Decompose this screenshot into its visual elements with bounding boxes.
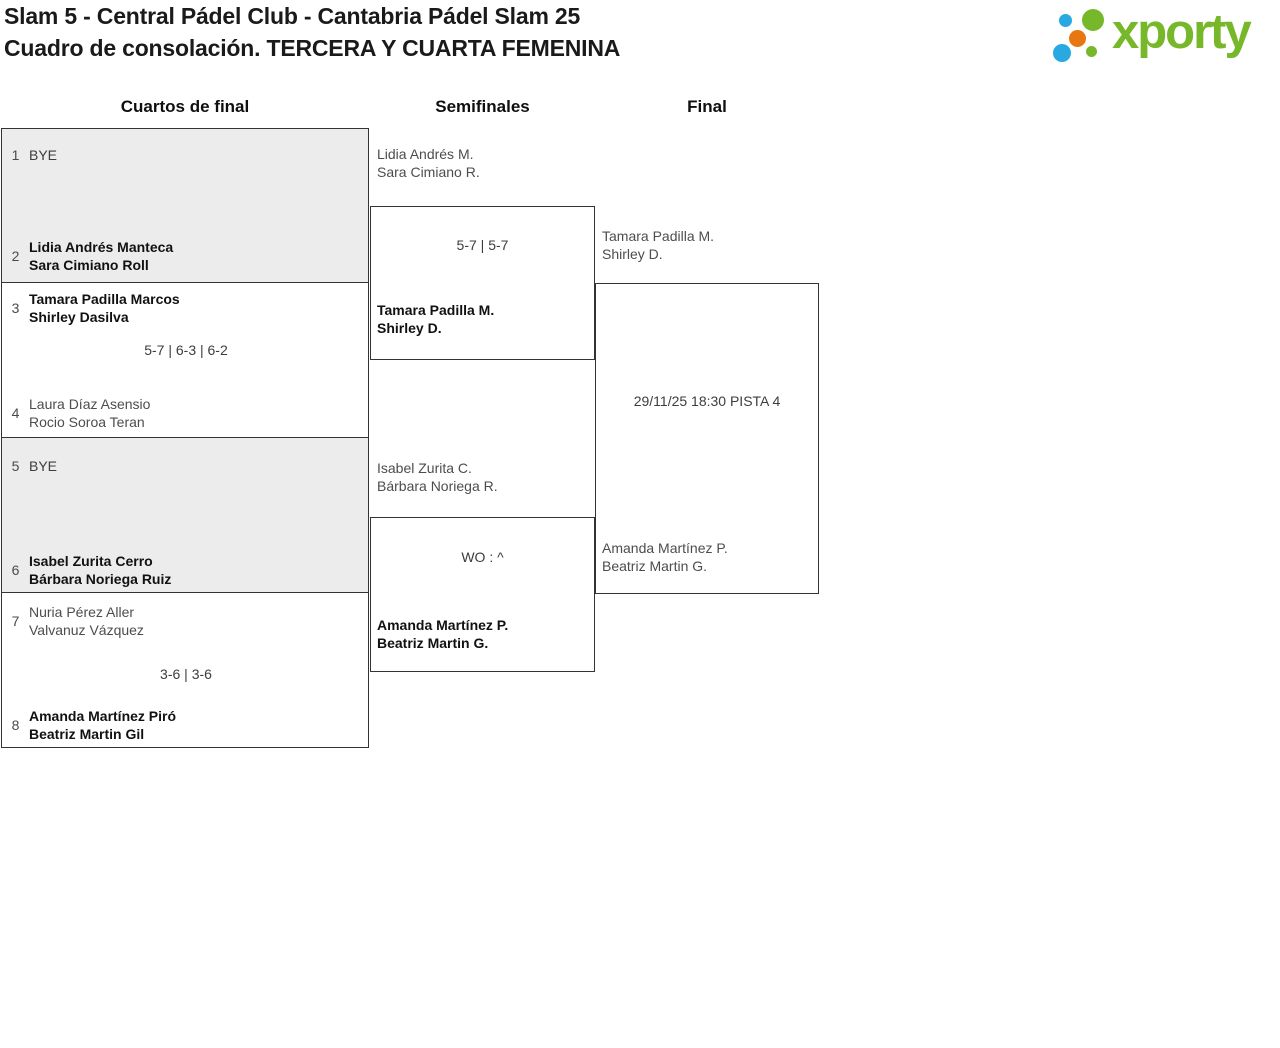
participant-name: Shirley D. <box>602 246 663 262</box>
final-match-box: 29/11/25 18:30 PISTA 4 Amanda Martínez P… <box>595 283 819 594</box>
qf4-score: 3-6 | 3-6 <box>160 666 212 682</box>
sf1-participant-top: Lidia Andrés M. Sara Cimiano R. <box>377 145 480 181</box>
bracket-subtitle: Cuadro de consolación. TERCERA Y CUARTA … <box>4 35 621 61</box>
participant-name: Beatriz Martin G. <box>377 635 489 651</box>
participant-name: Rocio Soroa Teran <box>29 414 145 430</box>
participant-name: Tamara Padilla M. <box>602 228 715 244</box>
participant-name: Amanda Martínez P. <box>377 617 509 633</box>
qf3-participant-bottom: 6 Isabel Zurita Cerro Bárbara Noriega Ru… <box>8 552 172 588</box>
participant-name: Shirley D. <box>377 320 442 336</box>
participant-name: Bárbara Noriega R. <box>377 478 498 494</box>
participant-name: Lidia Andrés M. <box>377 146 474 162</box>
participant-name: Isabel Zurita C. <box>377 460 472 476</box>
participant-name: Nuria Pérez Aller <box>29 604 135 620</box>
sf2-score: WO : ^ <box>461 549 504 565</box>
sf2-participant-top: Isabel Zurita C. Bárbara Noriega R. <box>377 459 498 495</box>
round-header-quarterfinals: Cuartos de final <box>120 97 250 116</box>
round-header-semifinals: Semifinales <box>435 97 530 116</box>
qf1-participant-bottom: 2 Lidia Andrés Manteca Sara Cimiano Roll <box>8 238 174 274</box>
seed-number: 6 <box>11 562 20 578</box>
qf-match-2-box: 3 Tamara Padilla Marcos Shirley Dasilva … <box>1 282 369 437</box>
logo-wordmark: xporty <box>1112 5 1252 59</box>
qf2-participant-bottom: 4 Laura Díaz Asensio Rocio Soroa Teran <box>8 395 151 431</box>
logo-dot-blue-large-icon <box>1053 44 1071 62</box>
participant-name: Sara Cimiano R. <box>377 164 480 180</box>
participant-name: Valvanuz Vázquez <box>29 622 144 638</box>
qf2-participant-top: 3 Tamara Padilla Marcos Shirley Dasilva <box>8 290 180 326</box>
qf3-participant-top: 5 BYE <box>8 457 57 475</box>
seed-number: 8 <box>11 717 20 733</box>
qf4-participant-top: 7 Nuria Pérez Aller Valvanuz Vázquez <box>8 603 144 639</box>
seed-number: 2 <box>11 248 20 264</box>
participant-name: Isabel Zurita Cerro <box>29 553 153 569</box>
participant-name: Tamara Padilla M. <box>377 302 495 318</box>
final-schedule: 29/11/25 18:30 PISTA 4 <box>633 393 781 409</box>
participant-name: Amanda Martínez P. <box>602 540 728 556</box>
qf-match-3-box: 5 BYE 6 Isabel Zurita Cerro Bárbara Nori… <box>1 437 369 592</box>
qf-match-4-box: 7 Nuria Pérez Aller Valvanuz Vázquez 3-6… <box>1 592 369 748</box>
seed-number: 7 <box>11 613 20 629</box>
final-participant-bottom: Amanda Martínez P. Beatriz Martin G. <box>602 539 728 575</box>
tournament-title: Slam 5 - Central Pádel Club - Cantabria … <box>4 3 581 29</box>
sf2-winner: Amanda Martínez P. Beatriz Martin G. <box>377 616 508 652</box>
seed-number: 1 <box>11 147 20 163</box>
participant-name: Tamara Padilla Marcos <box>29 291 180 307</box>
participant-name: Beatriz Martin G. <box>602 558 708 574</box>
participant-name: Laura Díaz Asensio <box>29 396 151 412</box>
sf-match-2-box: WO : ^ Amanda Martínez P. Beatriz Martin… <box>370 517 595 672</box>
sf-match-1-box: 5-7 | 5-7 Tamara Padilla M. Shirley D. <box>370 206 595 360</box>
participant-name: Amanda Martínez Piró <box>29 708 177 724</box>
final-participant-top: Tamara Padilla M. Shirley D. <box>602 227 714 263</box>
logo-dot-green-large-icon <box>1082 9 1104 31</box>
logo-dot-orange-icon <box>1069 30 1086 47</box>
round-header-final: Final <box>687 97 727 116</box>
participant-name: Beatriz Martin Gil <box>29 726 145 742</box>
sf1-score: 5-7 | 5-7 <box>456 237 509 253</box>
participant-name: Shirley Dasilva <box>29 309 129 325</box>
participant-name: Sara Cimiano Roll <box>29 257 149 273</box>
participant-name: Lidia Andrés Manteca <box>29 239 174 255</box>
logo-dot-blue-small-icon <box>1059 14 1072 27</box>
logo-dot-green-small-icon <box>1086 46 1097 57</box>
participant-name: Bárbara Noriega Ruiz <box>29 571 172 587</box>
qf-match-1-box: 1 BYE 2 Lidia Andrés Manteca Sara Cimian… <box>1 128 369 282</box>
seed-number: 5 <box>11 458 20 474</box>
participant-name: BYE <box>29 147 58 163</box>
qf1-participant-top: 1 BYE <box>8 146 57 164</box>
participant-name: BYE <box>29 458 58 474</box>
xporty-logo[interactable]: xporty <box>1050 0 1276 76</box>
sf1-winner: Tamara Padilla M. Shirley D. <box>377 301 494 337</box>
qf4-participant-bottom: 8 Amanda Martínez Piró Beatriz Martin Gi… <box>8 707 176 743</box>
qf2-score: 5-7 | 6-3 | 6-2 <box>144 342 228 358</box>
seed-number: 3 <box>11 300 20 316</box>
seed-number: 4 <box>11 405 20 421</box>
page-header: Slam 5 - Central Pádel Club - Cantabria … <box>4 0 620 64</box>
